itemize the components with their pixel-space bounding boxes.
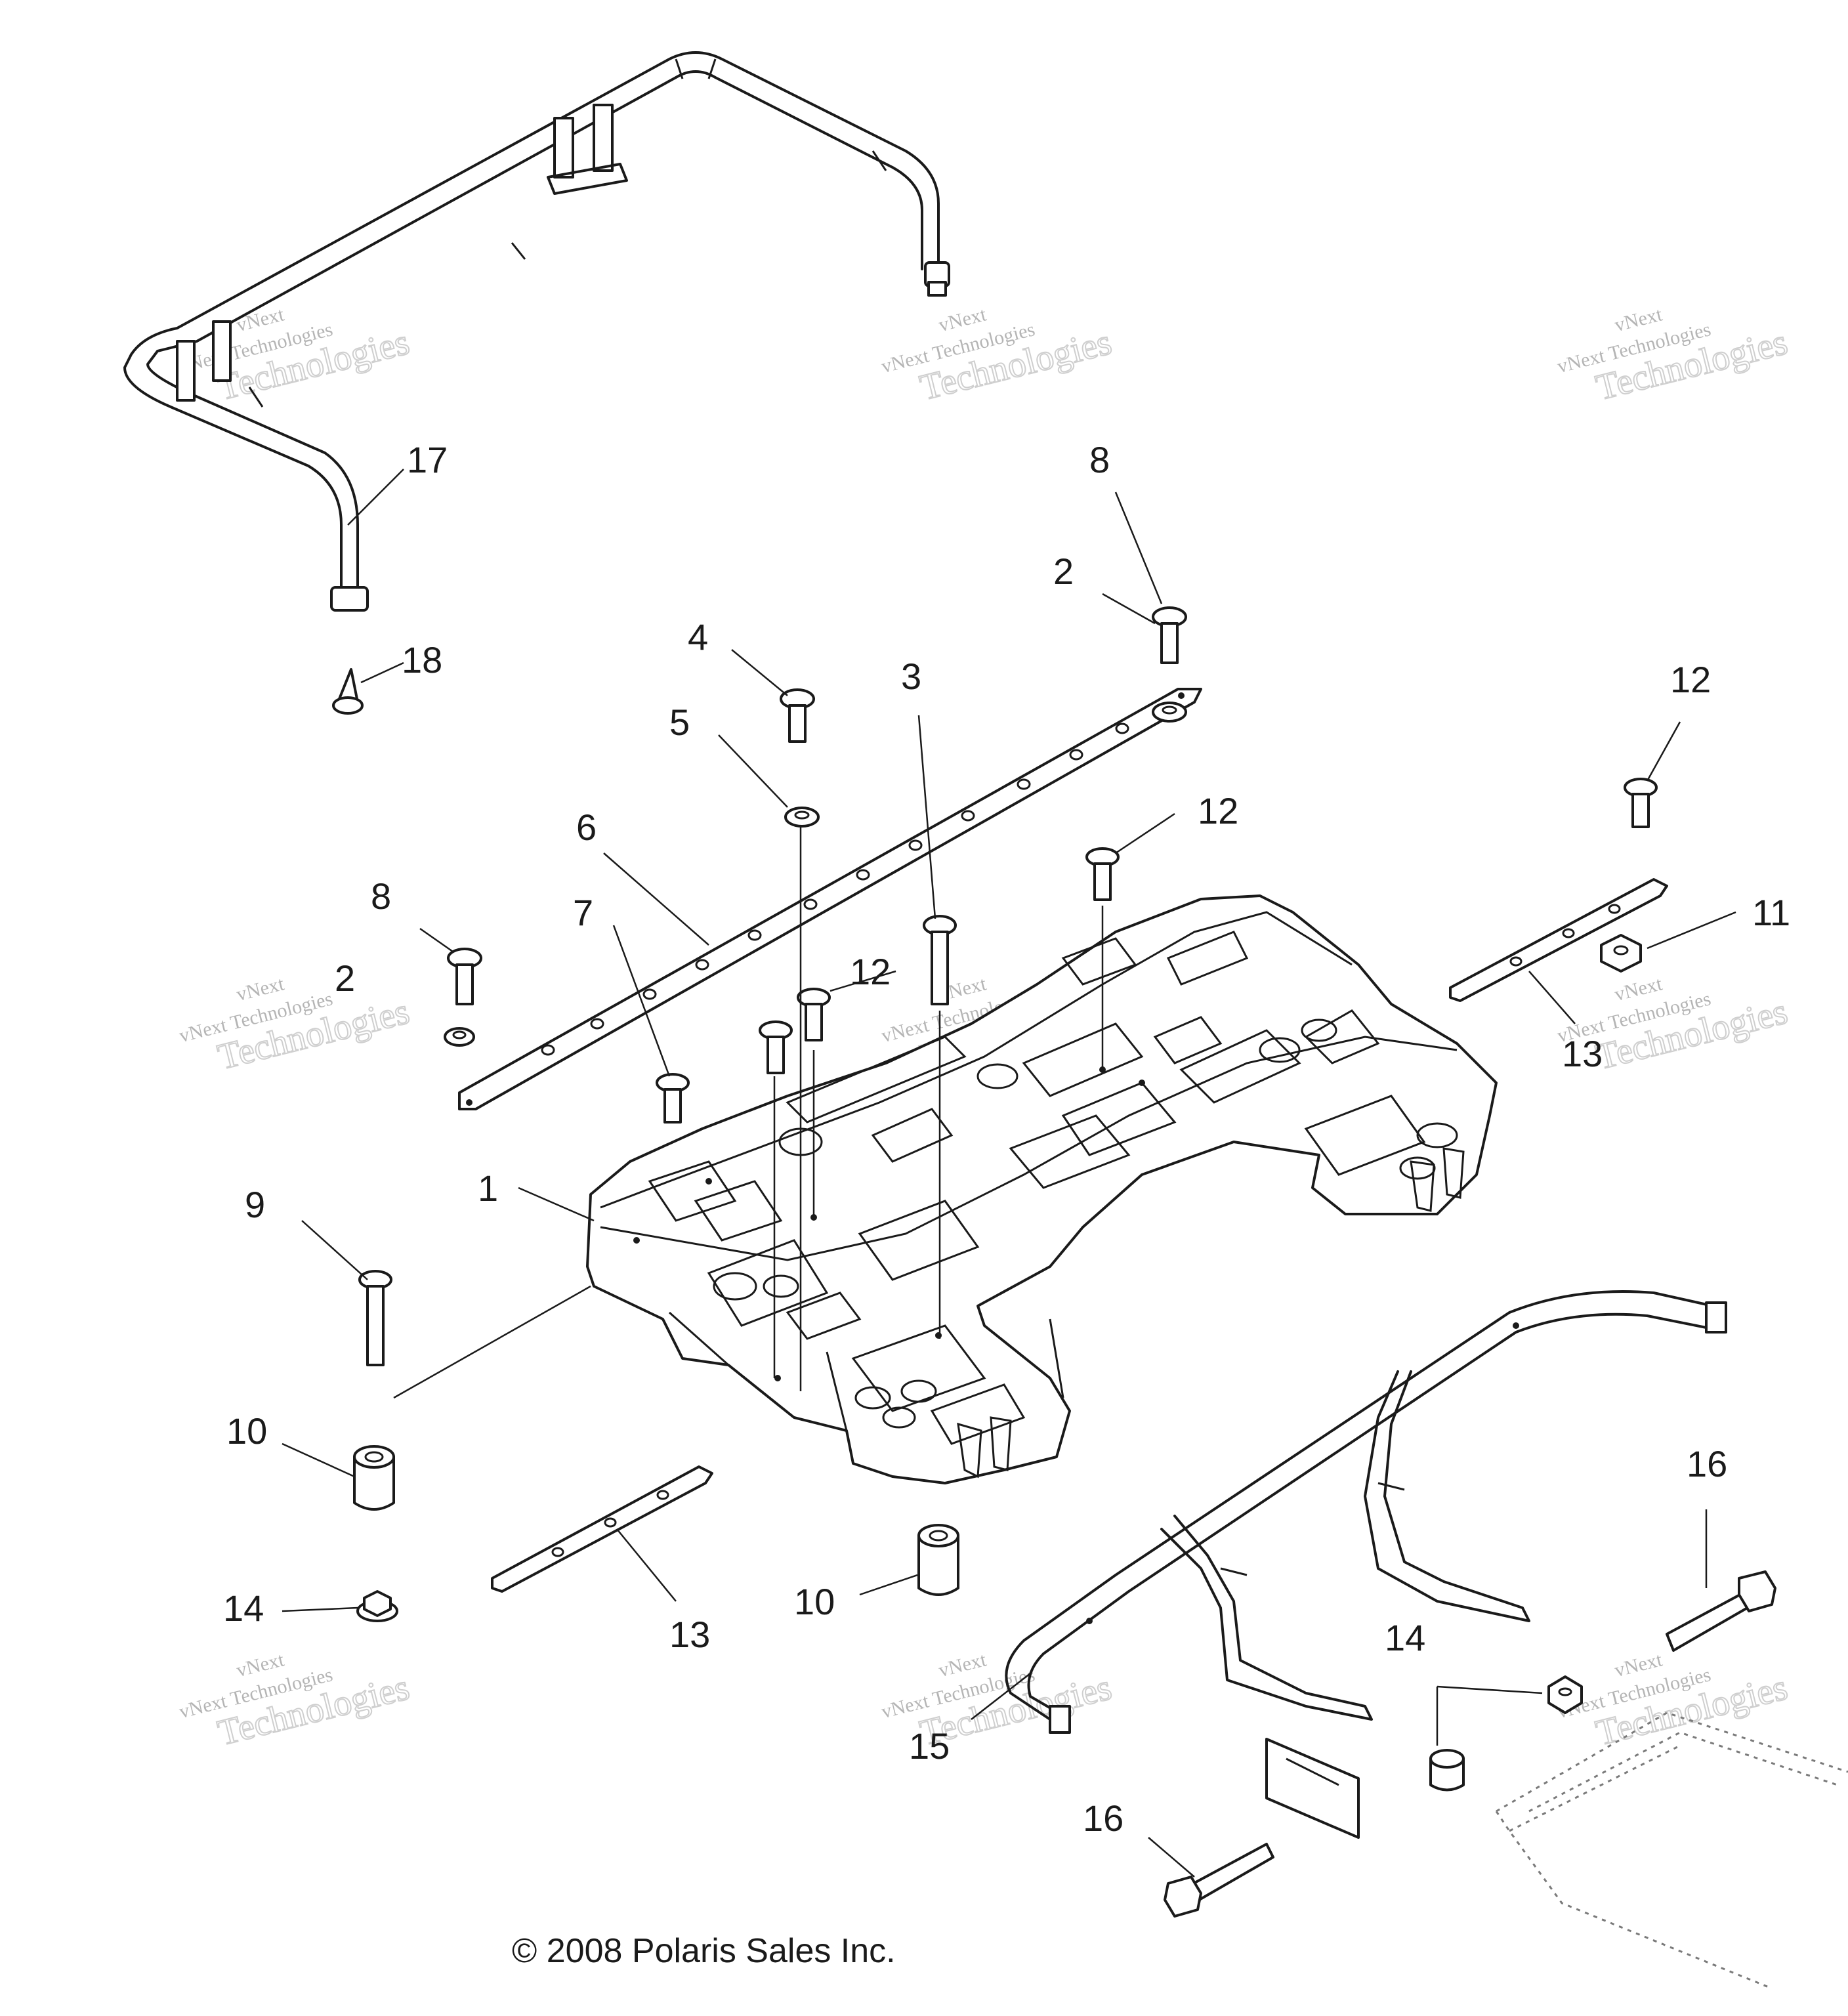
watermark-top-right: Technologies vNext vNext Technologies	[1555, 303, 1792, 409]
callout-3: 3	[901, 656, 921, 697]
callout-15: 15	[909, 1725, 950, 1767]
part-2-washer-top	[1152, 702, 1187, 723]
callout-2-top: 2	[1053, 551, 1074, 592]
callout-10-right: 10	[794, 1581, 835, 1622]
callout-11: 11	[1752, 892, 1790, 933]
part-12-bolt-lower	[759, 1020, 793, 1074]
part-13-trim-strip-left	[491, 1465, 713, 1593]
part-3-bolt	[923, 915, 957, 1005]
callout-14-right: 14	[1385, 1617, 1425, 1658]
part-12-bolt-right	[1624, 778, 1658, 828]
part-10-spacer-right	[917, 1524, 959, 1596]
part-1-rack	[586, 894, 1498, 1484]
part-9-bolt	[358, 1270, 392, 1366]
callout-12-right: 12	[1670, 659, 1711, 700]
watermark-mid-left: Technologies vNext vNext Technologies	[177, 973, 414, 1078]
part-5-washer	[784, 807, 820, 828]
callout-9: 9	[245, 1184, 265, 1225]
part-8-bolt-top	[1152, 606, 1187, 664]
strip-holes	[541, 723, 1129, 1056]
callout-4: 4	[688, 616, 708, 658]
part-14-flange-nut-left	[356, 1590, 398, 1622]
callout-2-left: 2	[335, 957, 355, 999]
callout-12-center: 12	[1198, 790, 1238, 831]
part-13-trim-strip-right	[1449, 878, 1668, 1002]
callout-5: 5	[669, 702, 690, 743]
watermark-bottom-left: Technologies vNext vNext Technologies	[177, 1648, 414, 1754]
callout-16-right: 16	[1687, 1443, 1727, 1484]
callout-18: 18	[402, 639, 442, 681]
callout-8-left: 8	[371, 875, 391, 917]
vehicle-frame-phantom	[1495, 1712, 1848, 1990]
part-10-spacer-left	[353, 1445, 395, 1511]
part-18-rivet	[332, 668, 364, 715]
callout-7: 7	[573, 892, 593, 933]
callout-6: 6	[576, 807, 597, 848]
part-2-washer-left	[444, 1027, 475, 1047]
callout-8-top: 8	[1089, 439, 1110, 480]
part-12-bolt-center	[1085, 847, 1120, 901]
part-16-bolt-right	[1666, 1570, 1776, 1652]
bracket-plate	[1265, 1738, 1360, 1839]
copyright-notice: © 2008 Polaris Sales Inc.	[512, 1932, 896, 1970]
part-17-grab-bar	[123, 51, 950, 612]
part-8-bolt-left	[447, 948, 482, 1005]
part-12-bolt-left	[797, 988, 831, 1041]
rack-pockets	[648, 931, 1426, 1445]
part-14-spacer-nut	[1429, 1749, 1465, 1792]
part-4-bolt	[780, 688, 815, 743]
callout-13-right: 13	[1562, 1033, 1603, 1074]
part-15-bumper-frame	[1005, 1290, 1727, 1734]
part-14-flange-nut-right	[1547, 1675, 1583, 1714]
part-16-bolt-bottom	[1164, 1843, 1274, 1918]
callout-13-left: 13	[669, 1614, 710, 1655]
watermark-top-left: Technologies vNext vNext Technologies	[177, 303, 414, 409]
leader-lines	[282, 469, 1736, 1878]
part-6-trim-strip	[458, 688, 1202, 1110]
callout-14-left: 14	[223, 1587, 264, 1629]
callout-labels: 17 18 8 2 4 5 3 6 7 12 12 12 8 2 11 13 9…	[223, 439, 1790, 1839]
part-7-bolt	[656, 1073, 690, 1124]
callout-17: 17	[407, 439, 448, 480]
callout-10-left: 10	[226, 1410, 267, 1452]
callout-12-left: 12	[850, 951, 891, 992]
callout-1: 1	[478, 1167, 498, 1209]
watermark-top-center: Technologies vNext vNext Technologies	[879, 303, 1116, 409]
part-11-nut	[1600, 934, 1642, 973]
callout-16-bottom: 16	[1083, 1797, 1124, 1839]
